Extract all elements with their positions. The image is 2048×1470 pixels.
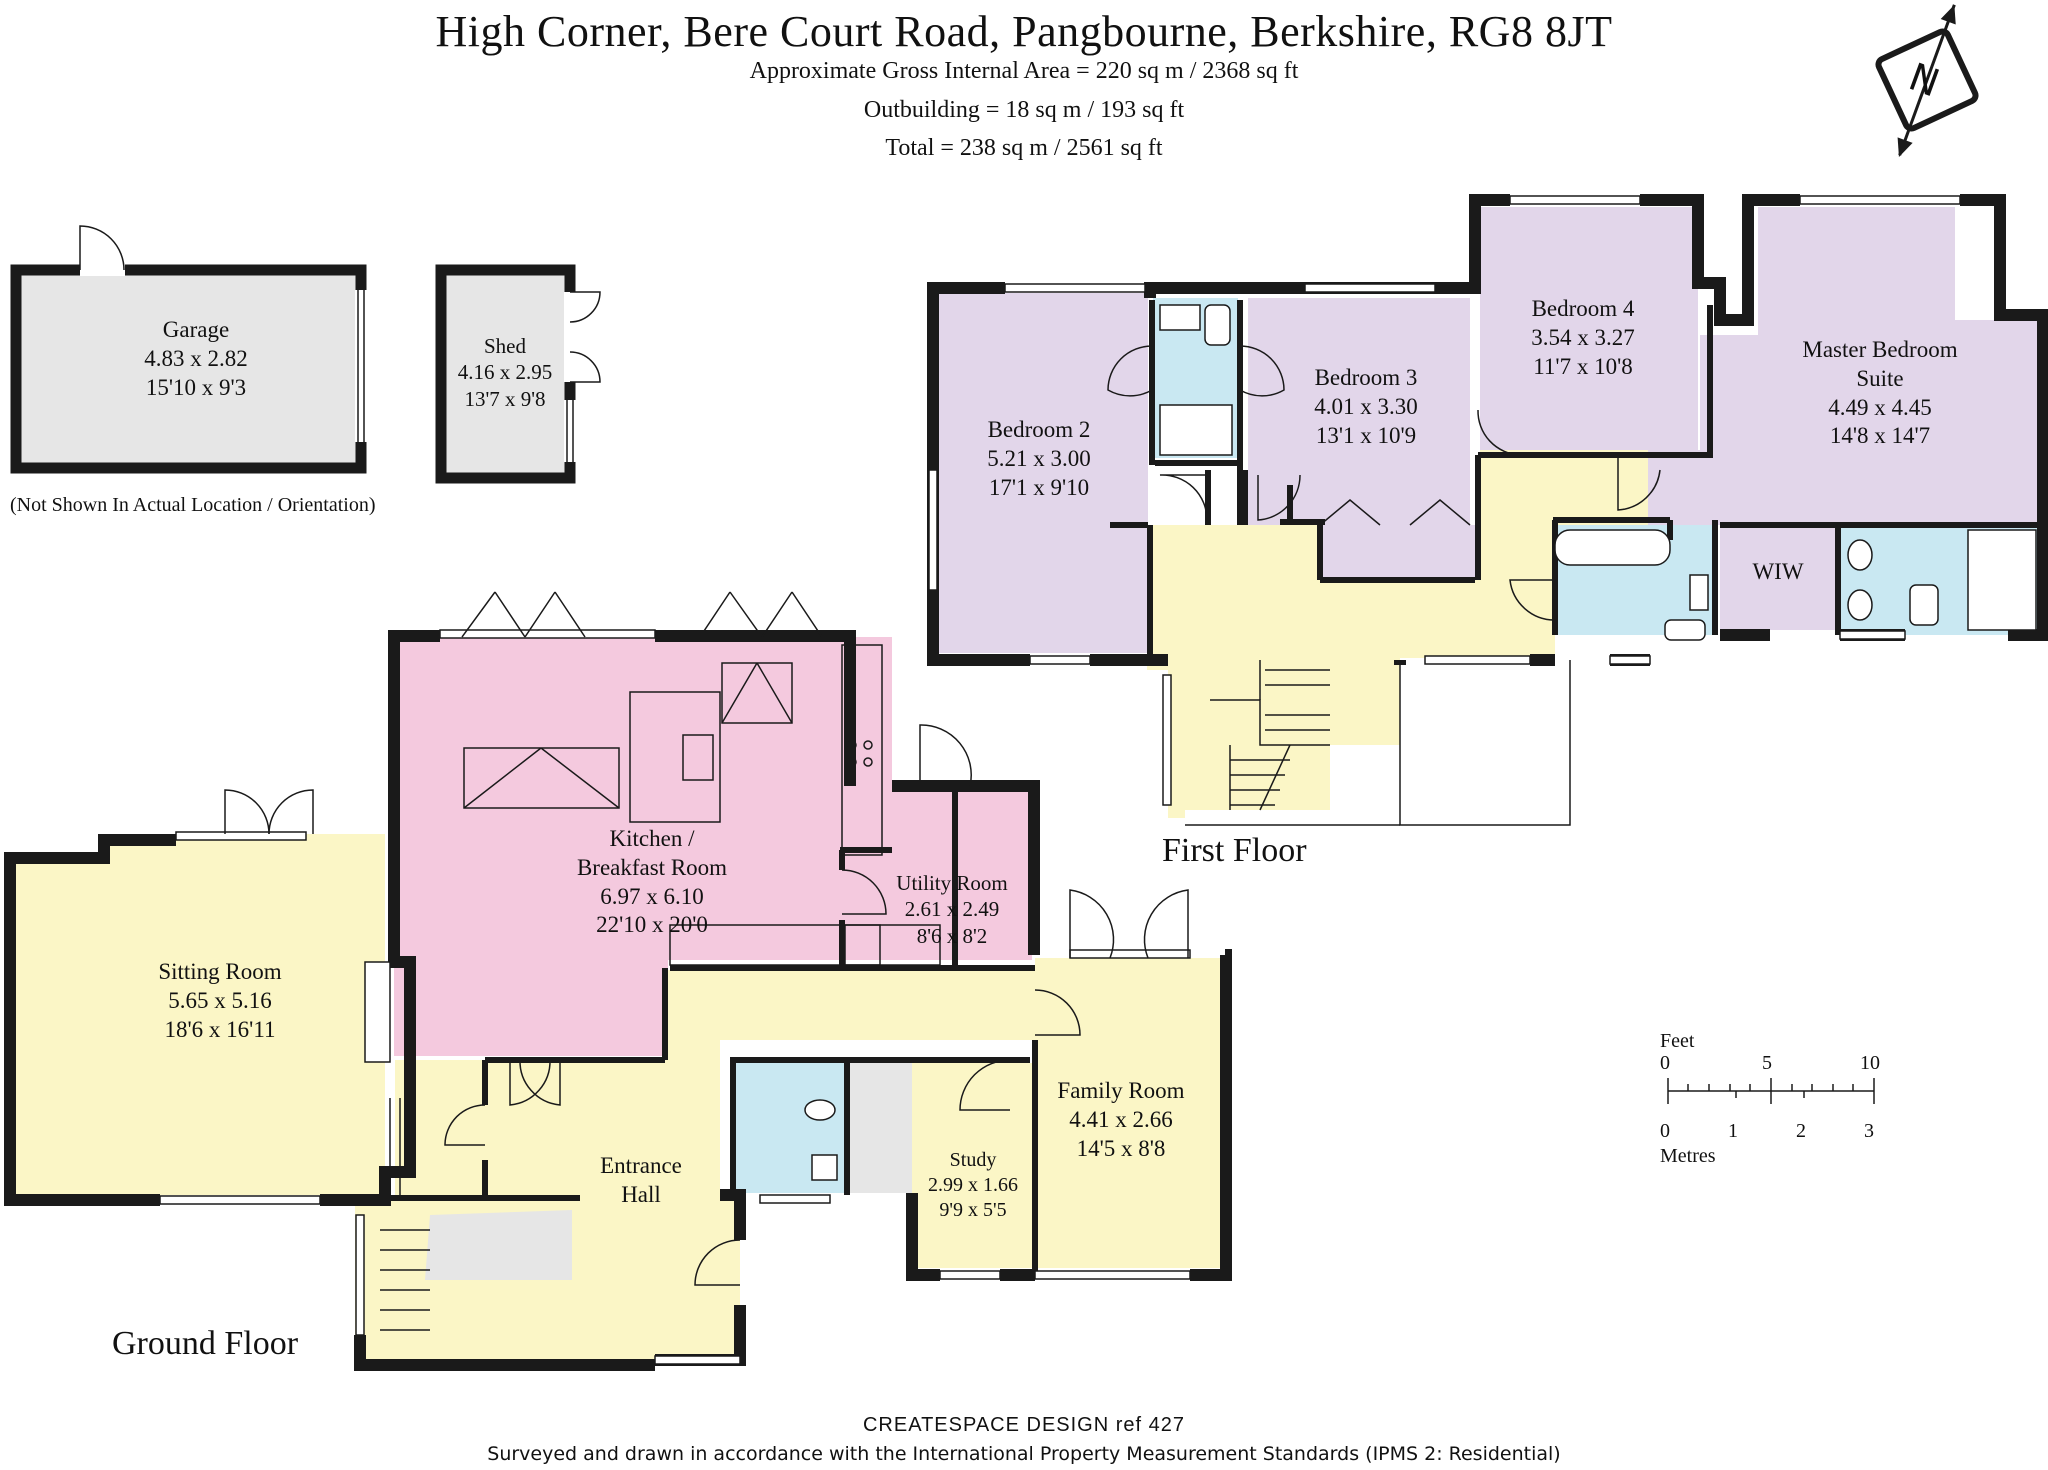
footer-standard: Surveyed and drawn in accordance with th… [487,1443,1561,1465]
ground-floor-plan [4,591,1232,1371]
first-floor-label: First Floor [1162,832,1307,869]
scale-metre-tick-1: 1 [1728,1120,1738,1142]
scale-bar [1667,1078,1875,1104]
total-area-text: Total = 238 sq m / 2561 sq ft [885,135,1163,161]
footer-company: CREATESPACE DESIGN ref 427 [862,1414,1185,1436]
ground-floor-label: Ground Floor [112,1325,299,1362]
scale-metre-tick-0: 0 [1660,1120,1670,1142]
outbuildings-note: (Not Shown In Actual Location / Orientat… [10,494,376,516]
scale-metre-tick-3: 3 [1864,1120,1874,1142]
room-label-wiw: WIW [1752,559,1804,584]
shed-outline [435,264,601,484]
property-address: High Corner, Bere Court Road, Pangbourne… [435,7,1613,56]
outbuilding-area-text: Outbuilding = 18 sq m / 193 sq ft [863,97,1185,123]
scale-feet-label: Feet [1660,1030,1695,1052]
compass-rose [1875,4,1979,158]
garage-outline [10,225,367,474]
scale-feet-tick-0: 0 [1660,1052,1670,1074]
first-floor-plan [927,194,2048,826]
scale-feet-tick-5: 5 [1762,1052,1772,1074]
scale-metres-label: Metres [1660,1145,1716,1167]
scale-feet-tick-10: 10 [1860,1052,1880,1074]
scale-metre-tick-2: 2 [1796,1120,1806,1142]
gross-area-text: Approximate Gross Internal Area = 220 sq… [749,58,1299,84]
